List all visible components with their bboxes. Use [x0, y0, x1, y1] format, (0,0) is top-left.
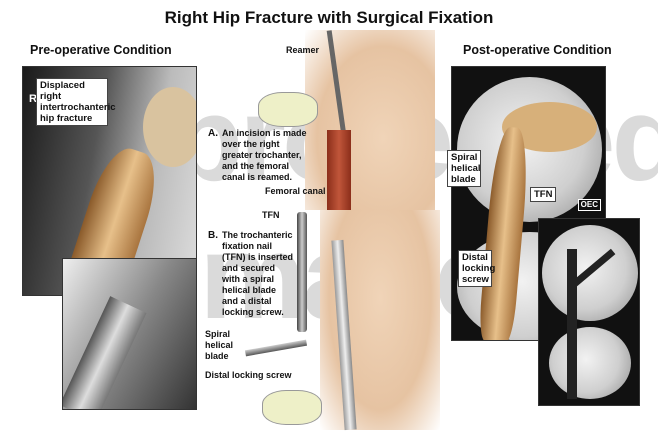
- pre-op-heading: Pre-operative Condition: [30, 43, 172, 57]
- step-b-letter: B.: [208, 230, 218, 241]
- spiral-blade-label: Spiral helical blade: [205, 329, 234, 361]
- post-spiral-blade-label: Spiral helical blade: [447, 150, 481, 187]
- step-b: B. The trochanteric fixation nail (TFN) i…: [208, 230, 293, 318]
- tfn-in-femur: [331, 239, 357, 431]
- step-a-letter: A.: [208, 128, 218, 139]
- illustration-b: [320, 210, 440, 431]
- gloved-hand-icon: [258, 92, 318, 127]
- step-a: A. An incision is made over the right gre…: [208, 128, 308, 183]
- post-op-heading: Post-operative Condition: [463, 43, 612, 57]
- reamer-label: Reamer: [286, 45, 320, 55]
- tfn-label: TFN: [262, 210, 280, 220]
- oec-logo: OEC: [577, 199, 601, 211]
- post-distal-screw-label: Distal locking screw: [458, 250, 495, 287]
- illustration-a: [305, 30, 435, 210]
- post-tfn-label: TFN: [530, 187, 557, 202]
- pre-op-xray-inset: [62, 258, 197, 410]
- post-op-xray-inset: [538, 218, 640, 406]
- pelvis-illustration: [143, 87, 196, 167]
- fracture-label: Displaced right intertrochanteric hip fr…: [36, 78, 116, 126]
- step-a-text: An incision is made over the right great…: [222, 128, 307, 182]
- femur-xray: [63, 296, 147, 409]
- femoral-canal-illustration: [327, 130, 351, 210]
- tfn-nail-illustration: [297, 212, 307, 332]
- nail-xray: [567, 249, 577, 399]
- distal-screw-label: Distal locking screw: [205, 370, 292, 380]
- step-b-text: The trochanteric fixation nail (TFN) is …: [222, 230, 294, 317]
- page-title: Right Hip Fracture with Surgical Fixatio…: [164, 8, 494, 27]
- gloved-hand-icon: [262, 390, 322, 425]
- side-marker: R: [29, 93, 37, 105]
- xray-field: [549, 327, 631, 399]
- femoral-canal-label: Femoral canal: [265, 186, 326, 196]
